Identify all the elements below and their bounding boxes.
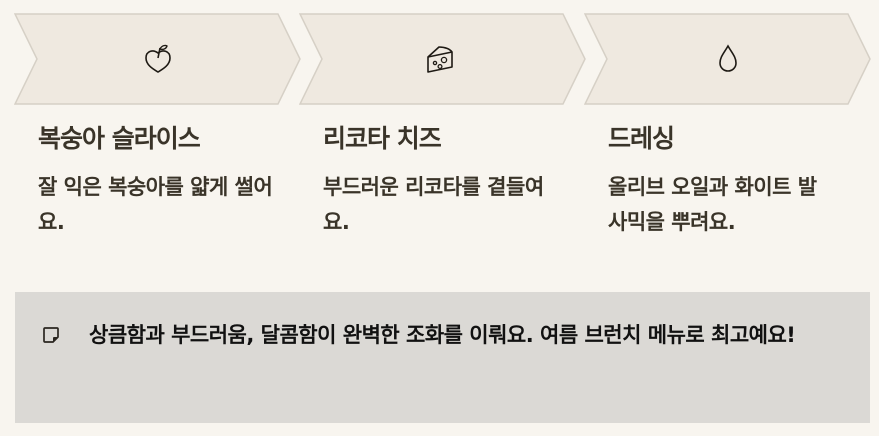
step-title: 드레싱	[608, 124, 675, 153]
step-description: 올리브 오일과 화이트 발사믹을 뿌려요.	[608, 175, 817, 234]
step-description: 부드러운 리코타를 곁들여요.	[323, 175, 544, 234]
chevron-shape	[14, 13, 301, 105]
step-chevron-2	[299, 13, 586, 105]
chevron-shape	[299, 13, 586, 105]
step-title: 리코타 치즈	[323, 124, 442, 153]
tip-note: 상큼함과 부드러움, 달콤함이 완벽한 조화를 이뤄요. 여름 브런치 메뉴로 …	[15, 292, 870, 423]
step-title: 복숭아 슬라이스	[38, 124, 201, 153]
step-2: 리코타 치즈 부드러운 리코타를 곁들여요.	[323, 122, 593, 240]
sticky-note-icon	[43, 327, 59, 343]
step-chevron-1	[14, 13, 301, 105]
chevron-shape	[584, 13, 871, 105]
process-steps	[0, 0, 879, 120]
step-description: 잘 익은 복숭아를 얇게 썰어요.	[38, 175, 273, 234]
droplet-icon	[718, 44, 737, 72]
peach-icon	[144, 44, 171, 73]
step-3: 드레싱 올리브 오일과 화이트 발사믹을 뿌려요.	[608, 122, 878, 240]
step-1: 복숭아 슬라이스 잘 익은 복숭아를 얇게 썰어요.	[38, 122, 308, 240]
cheese-icon	[426, 46, 453, 73]
note-text: 상큼함과 부드러움, 달콤함이 완벽한 조화를 이뤄요. 여름 브런치 메뉴로 …	[89, 323, 796, 347]
step-chevron-3	[584, 13, 871, 105]
